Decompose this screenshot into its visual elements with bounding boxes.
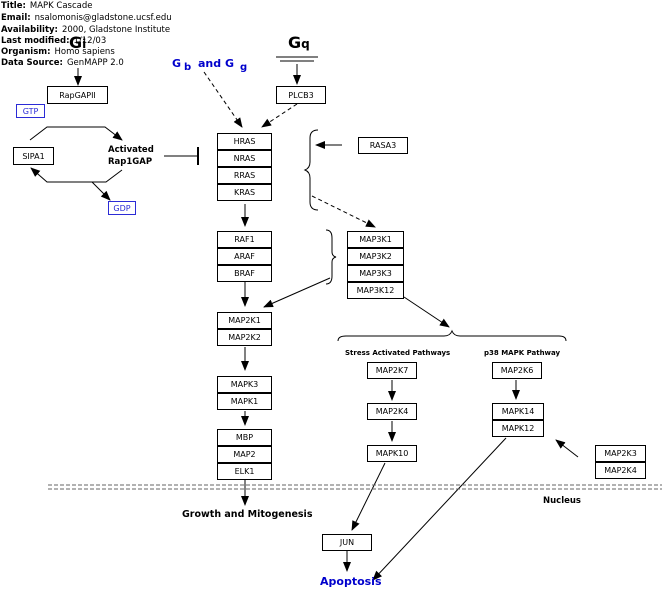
label-activated: Activated	[108, 145, 154, 155]
label-nucleus: Nucleus	[543, 496, 581, 506]
meta-source: Data Source:GenMAPP 2.0	[1, 58, 124, 68]
gene-jun[interactable]: JUN	[322, 534, 372, 551]
gene-map3k12[interactable]: MAP3K12	[347, 282, 404, 299]
gene-rapgapii[interactable]: RapGAPII	[47, 86, 108, 104]
arrow-gb-hras	[203, 71, 243, 128]
meta-title: Title:MAPK Cascade	[1, 1, 93, 11]
gene-map2[interactable]: MAP2	[217, 446, 272, 463]
gene-araf[interactable]: ARAF	[217, 248, 272, 265]
label-growth: Growth and Mitogenesis	[182, 509, 313, 520]
gene-mapk1[interactable]: MAPK1	[217, 393, 272, 410]
label-p38-pathway: p38 MAPK Pathway	[484, 349, 561, 357]
arrow-plcb3-hras	[261, 103, 298, 128]
gene-mapk14[interactable]: MAPK14	[492, 403, 544, 420]
gene-map3k3[interactable]: MAP3K3	[347, 265, 404, 282]
gene-mapk3[interactable]: MAPK3	[217, 376, 272, 393]
arrow-mapk10-jun	[351, 462, 386, 531]
gene-elk1[interactable]: ELK1	[217, 463, 272, 480]
gene-map3k2[interactable]: MAP3K2	[347, 248, 404, 265]
arrow-map2k3-mapk14	[555, 439, 579, 458]
gene-map2k7[interactable]: MAP2K7	[367, 362, 417, 379]
arrow-map3k-pathways	[403, 296, 450, 328]
cycle-bottom	[30, 167, 123, 183]
gene-kras[interactable]: KRAS	[217, 184, 272, 201]
gene-map2k1[interactable]: MAP2K1	[217, 312, 272, 329]
gene-map2k2[interactable]: MAP2K2	[217, 329, 272, 346]
gene-rras[interactable]: RRAS	[217, 167, 272, 184]
gene-map2k3[interactable]: MAP2K3	[595, 445, 646, 462]
meta-availability: Availability:2000, Gladstone Institute	[1, 25, 171, 35]
gene-nras[interactable]: NRAS	[217, 150, 272, 167]
arrow-map3k-map2k	[263, 277, 331, 308]
brace-raf	[325, 229, 337, 285]
gene-mbp[interactable]: MBP	[217, 429, 272, 446]
gene-braf[interactable]: BRAF	[217, 265, 272, 282]
gene-rasa3[interactable]: RASA3	[358, 137, 408, 154]
gene-map2k4[interactable]: MAP2K4	[367, 403, 417, 420]
gene-hras[interactable]: HRAS	[217, 133, 272, 150]
label-stress-pathways: Stress Activated Pathways	[345, 349, 451, 357]
gene-mapk12[interactable]: MAPK12	[492, 420, 544, 437]
gene-mapk10[interactable]: MAPK10	[367, 445, 417, 462]
meta-email: Email:nsalomonis@gladstone.ucsf.edu	[1, 13, 172, 23]
label-rap1gap: Rap1GAP	[108, 157, 153, 167]
label-apoptosis: Apoptosis	[320, 575, 382, 588]
gene-plcb3[interactable]: PLCB3	[276, 86, 326, 104]
gene-sipa1[interactable]: SIPA1	[13, 147, 54, 165]
meta-modified: Last modified:1/12/03	[1, 36, 107, 46]
arrow-mapk12-apoptosis	[372, 437, 507, 581]
gene-map2k6[interactable]: MAP2K6	[492, 362, 542, 379]
arrow-to-gdp	[91, 181, 111, 201]
gene-raf1[interactable]: RAF1	[217, 231, 272, 248]
gene-gtp[interactable]: GTP	[16, 104, 45, 118]
cycle-top	[29, 126, 123, 141]
label-gi: Gi	[69, 33, 87, 52]
brace-pathways	[337, 329, 567, 342]
brace-ras	[303, 129, 319, 211]
gene-map3k1[interactable]: MAP3K1	[347, 231, 404, 248]
arrow-ras-map3k	[311, 195, 376, 228]
meta-organism: Organism:Homo sapiens	[1, 47, 115, 57]
gene-map2k4-right[interactable]: MAP2K4	[595, 462, 646, 479]
gene-gdp[interactable]: GDP	[108, 201, 136, 215]
label-gq: Gq	[288, 33, 310, 52]
